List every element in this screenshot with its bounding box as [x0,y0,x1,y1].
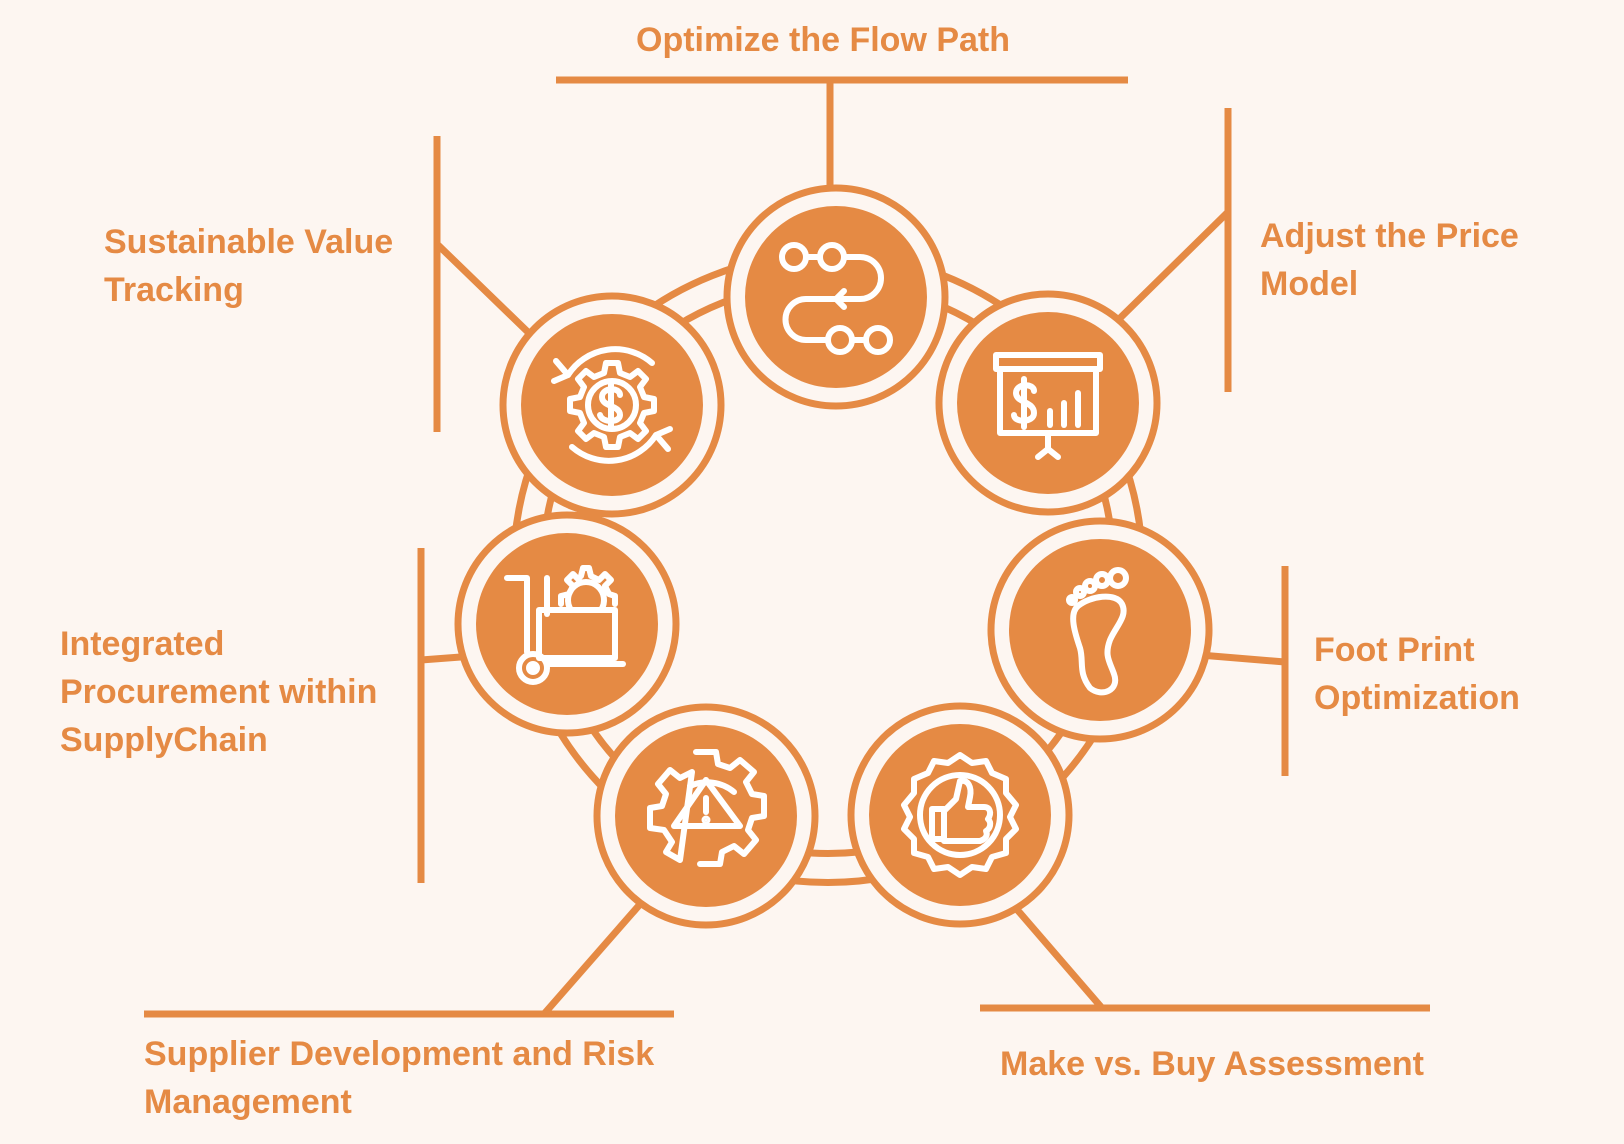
label-line: Adjust the Price [1260,217,1519,255]
thumbs-up-badge-icon [901,752,1019,878]
node-footprint [987,517,1213,743]
node-supplier-risk [593,703,819,929]
label-line: Supplier Development and Risk [144,1035,655,1073]
label-line: SupplyChain [60,721,268,759]
node-procurement-disc [476,533,658,715]
connector-bl-stem [541,899,645,1017]
label-line: Tracking [104,271,244,309]
label-line: Management [144,1083,352,1121]
connectors [144,76,1430,1018]
label-adjust-price-model: Adjust the Price Model [1260,212,1519,308]
label-integrated-procurement: Integrated Procurement within SupplyChai… [60,620,377,764]
connector-tr-stem [1111,209,1231,327]
label-sustainable-value-tracking: Sustainable Value Tracking [104,218,393,314]
node-procurement [454,511,680,737]
label-line: Optimize the Flow Path [636,21,1011,59]
node-make-buy [847,702,1073,928]
label-line: Integrated [60,625,225,663]
connector-tl-stem [434,241,535,339]
hand-truck-gear-icon [504,565,626,685]
label-line: Foot Print [1314,631,1475,669]
node-make-buy-disc [869,724,1051,906]
label-line: Model [1260,265,1359,303]
label-line: Procurement within [60,673,378,711]
footprint-icon [1066,567,1129,696]
label-make-vs-buy: Make vs. Buy Assessment [1000,1040,1424,1088]
node-footprint-disc [1009,539,1191,721]
gear-warning-icon [647,749,767,867]
flow-path-icon [779,242,893,355]
label-line: Optimization [1314,679,1520,717]
price-chart-presentation-icon [993,352,1103,460]
node-price-model [935,290,1161,516]
label-foot-print-optimization: Foot Print Optimization [1314,626,1520,722]
label-line: Sustainable Value [104,223,394,261]
node-price-model-disc [957,312,1139,494]
dollar-gear-cycle-icon [551,346,673,464]
label-optimize-flow-path: Optimize the Flow Path [636,16,1010,64]
connector-mr-stem [1199,651,1286,666]
connector-br-stem [1011,903,1105,1011]
label-supplier-development-risk: Supplier Development and Risk Management [144,1030,654,1126]
label-line: Make vs. Buy Assessment [1000,1045,1424,1083]
node-sustainable-value [499,292,725,518]
node-flow-path [723,184,949,410]
